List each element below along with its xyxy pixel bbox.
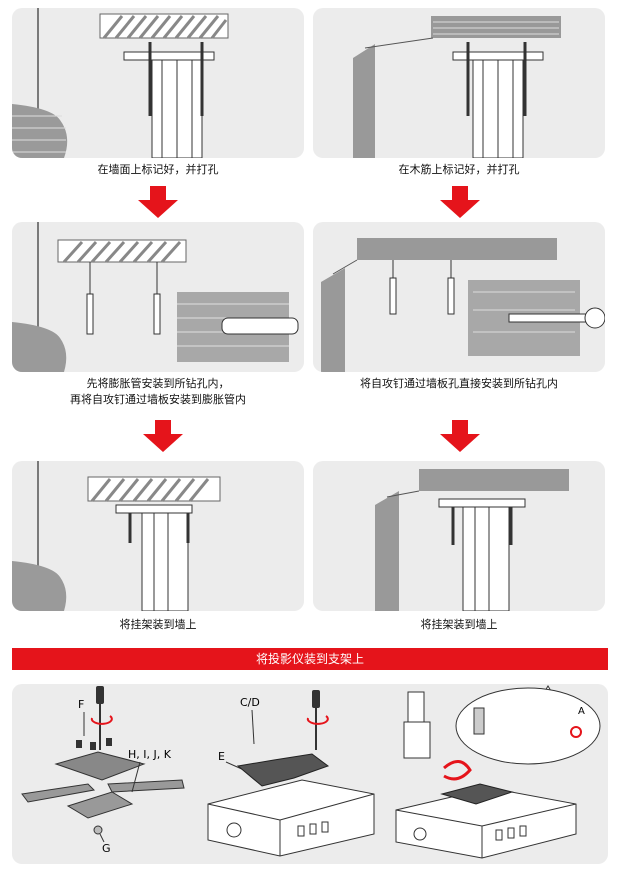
section-banner: 将投影仪装到支架上 [12, 648, 608, 670]
down-arrow-icon [138, 186, 178, 218]
down-arrow-icon [440, 420, 480, 452]
caption-step2-left-line1: 先将膨胀管安装到所钻孔内， [86, 377, 230, 390]
caption-step3-left: 将挂架装到墙上 [119, 618, 197, 631]
rotate-arrow-icon [90, 715, 113, 725]
label-E: E [218, 750, 225, 763]
panel-mount-bracket-stud [313, 461, 605, 611]
panel-anchor-install [12, 222, 304, 372]
caption-step1-left: 在墙面上标记好，并打孔 [97, 163, 219, 176]
label-HIJK: H, I, J, K [128, 748, 172, 761]
label-CD: C/D [240, 696, 260, 709]
caption-step2-left-line2: 再将自攻钉通过墙板安装到膨胀管内 [70, 393, 246, 406]
wall-ceiling-illustration [12, 8, 229, 158]
screw-install-illustration [321, 238, 605, 372]
panel-screw-direct-install [313, 222, 605, 372]
label-A: A [578, 706, 585, 717]
panel-wall-mark-drill [12, 8, 304, 158]
panel-mount-bracket-wall [12, 461, 304, 611]
caption-step3-right: 将挂架装到墙上 [420, 618, 498, 631]
rotate-arrow-icon [306, 715, 329, 725]
caption-step1-right: 在木筋上标记好，并打孔 [398, 163, 520, 176]
bracket-wall-illustration [12, 461, 221, 611]
screwdriver-icon [96, 686, 104, 750]
caption-step2-right: 将自攻钉通过墙板孔直接安装到所钻孔内 [360, 377, 558, 390]
panel-projector-assembly: F H, I, J, K G C/D E [12, 684, 608, 864]
anchor-install-illustration [12, 222, 299, 372]
down-arrow-icon [440, 186, 480, 218]
panel-stud-mark-drill [313, 8, 605, 158]
bracket-stud-illustration [375, 469, 569, 611]
label-F: F [78, 698, 84, 711]
stud-ceiling-illustration [353, 16, 561, 158]
label-G: G [102, 842, 111, 855]
projector-assembly-illustration: F H, I, J, K G C/D E [21, 685, 601, 859]
down-arrow-icon [143, 420, 183, 452]
screwdriver-icon [312, 690, 320, 750]
